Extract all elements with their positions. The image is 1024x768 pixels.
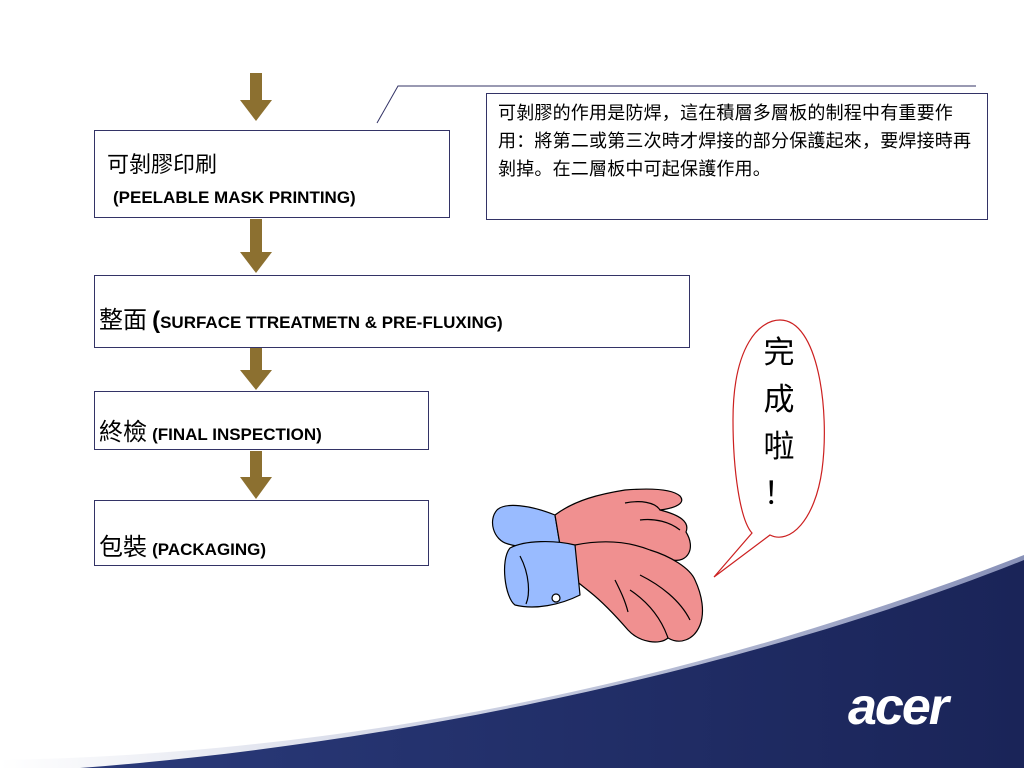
flow-arrow-2 xyxy=(240,219,272,273)
flow-arrow-1 xyxy=(240,73,272,121)
acer-logo: acer xyxy=(848,678,952,736)
speech-char-1: 完 xyxy=(763,335,795,371)
step-2-label-line: 整面 (SURFACE TTREATMETN & PRE-FLUXING) xyxy=(99,300,503,335)
flow-arrow-4 xyxy=(240,451,272,499)
hands-illustration xyxy=(491,488,704,643)
back-cuff xyxy=(491,504,561,548)
step-4-en-label: (PACKAGING) xyxy=(152,540,267,559)
step-box-final-inspection: 終檢 (FINAL INSPECTION) xyxy=(94,391,429,450)
step-1-en-label: (PEELABLE MASK PRINTING) xyxy=(113,188,356,207)
step-3-label-line: 終檢 (FINAL INSPECTION) xyxy=(99,412,322,447)
speech-bubble-shape xyxy=(713,319,825,578)
step-3-zh-label: 終檢 xyxy=(99,418,147,446)
footer-swoosh-navy xyxy=(80,560,1024,768)
step-4-label-line: 包裝 (PACKAGING) xyxy=(99,527,266,562)
note-callout-box: 可剝膠的作用是防焊，這在積層多層板的制程中有重要作用：將第二或第三次時才焊接的部… xyxy=(486,93,988,220)
speech-char-2: 成 xyxy=(763,382,795,418)
step-box-packaging: 包裝 (PACKAGING) xyxy=(94,500,429,566)
step-box-peelable-mask-printing: 可剝膠印刷 (PEELABLE MASK PRINTING) xyxy=(94,130,450,218)
front-hand xyxy=(574,541,704,643)
step-4-zh-label: 包裝 xyxy=(99,533,147,561)
speech-char-4: ！ xyxy=(763,476,795,512)
step-3-en-label: (FINAL INSPECTION) xyxy=(152,425,322,444)
callout-connector xyxy=(376,85,976,124)
speech-char-3: 啦 xyxy=(763,429,795,465)
note-text: 可剝膠的作用是防焊，這在積層多層板的制程中有重要作用：將第二或第三次時才焊接的部… xyxy=(498,103,972,180)
flow-arrow-3 xyxy=(240,348,272,390)
speech-bubble-text: 完 成 啦 ！ xyxy=(757,330,801,518)
step-box-surface-treatment: 整面 (SURFACE TTREATMETN & PRE-FLUXING) xyxy=(94,275,690,348)
step-2-zh-label: 整面 xyxy=(99,306,147,334)
step-1-zh-label: 可剝膠印刷 xyxy=(107,153,218,178)
step-2-open-paren: ( xyxy=(152,307,161,334)
step-2-en-label: SURFACE TTREATMETN & PRE-FLUXING) xyxy=(160,313,503,332)
front-cuff xyxy=(504,540,581,608)
